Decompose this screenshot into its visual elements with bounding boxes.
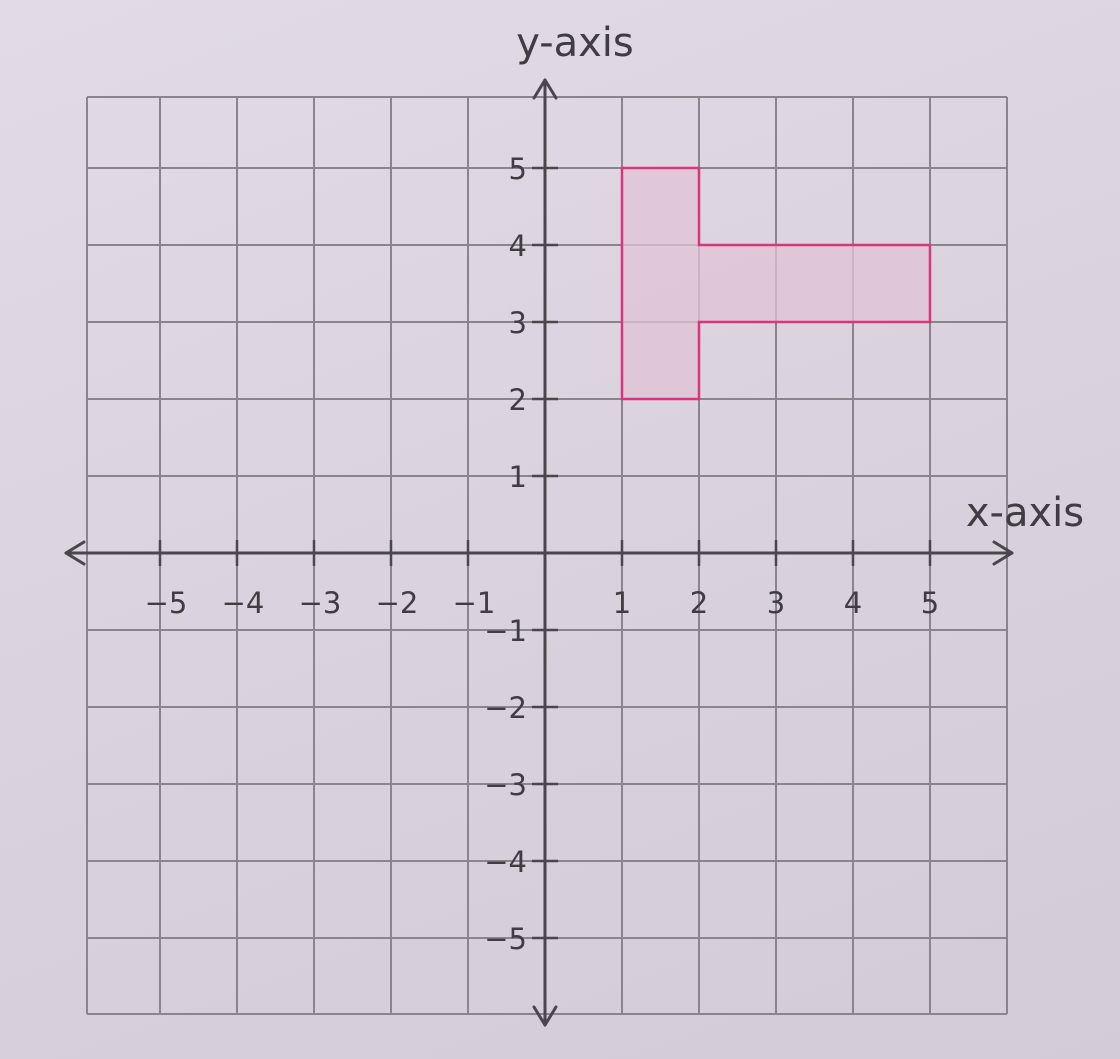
y-tick-label: 4	[509, 229, 527, 263]
y-tick-label: −5	[484, 922, 527, 956]
grid-lines	[86, 96, 1008, 1015]
t-shape-polygon	[620, 166, 932, 401]
x-tick-label: −5	[145, 586, 188, 620]
x-axis-label: x-axis	[966, 490, 1084, 536]
x-tick-label: 1	[613, 586, 631, 620]
y-tick-label: 3	[509, 306, 527, 340]
y-axis-label: y-axis	[516, 20, 634, 66]
x-tick-label: −3	[299, 586, 342, 620]
x-tick-label: 3	[767, 586, 785, 620]
axes	[64, 78, 1014, 1027]
x-tick-label: −4	[222, 586, 265, 620]
y-axis-arrow-up	[532, 78, 558, 100]
y-tick-label: −2	[484, 691, 527, 725]
tick-labels: −5 −4 −3 −2 −1 1 2 3 4 5 5 4 3 2 1 −1 −2 −3 −4 −5	[145, 152, 940, 956]
y-axis-arrow-down	[532, 1005, 558, 1027]
y-tick-label: −3	[484, 768, 527, 802]
x-tick-label: −2	[376, 586, 419, 620]
y-tick-label: 5	[509, 152, 527, 186]
x-tick-label: −1	[453, 586, 496, 620]
x-tick-label: 2	[690, 586, 708, 620]
x-tick-label: 4	[844, 586, 862, 620]
ticks	[158, 166, 932, 940]
y-tick-label: 1	[509, 460, 527, 494]
x-axis-arrow-left	[64, 540, 86, 566]
x-tick-label: 5	[921, 586, 939, 620]
y-tick-label: −4	[484, 845, 527, 879]
y-tick-label: −1	[484, 614, 527, 648]
y-tick-label: 2	[509, 383, 527, 417]
x-axis-arrow-right	[992, 540, 1014, 566]
shape-layer	[620, 166, 932, 401]
